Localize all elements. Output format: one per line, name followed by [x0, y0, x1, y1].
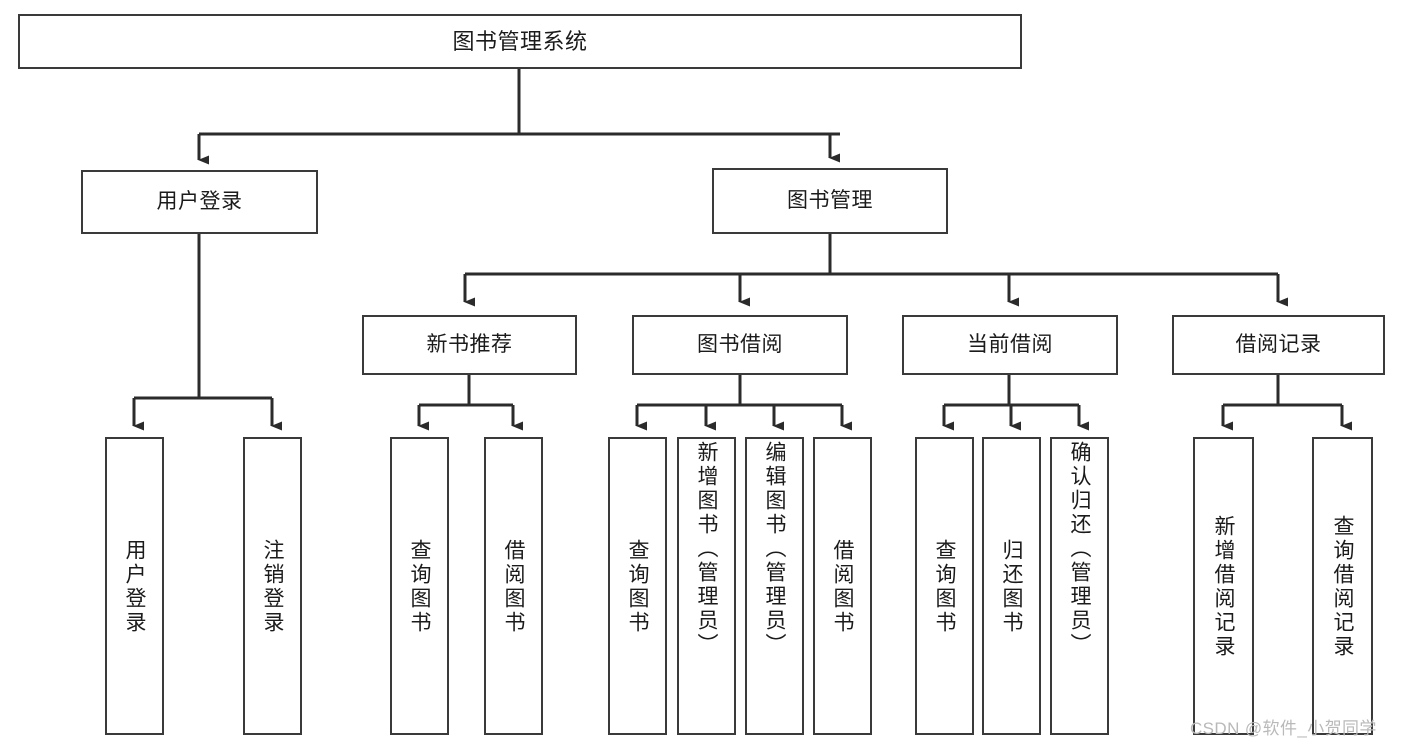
node-label: 图书管理: [787, 188, 873, 212]
node-leaf-return-book[interactable]: 归还图书: [982, 437, 1041, 735]
node-leaf-query-book-3[interactable]: 查询图书: [915, 437, 974, 735]
node-label: 借阅图书: [831, 539, 854, 635]
node-label: 借阅记录: [1235, 332, 1322, 356]
node-borrow-record[interactable]: 借阅记录: [1172, 315, 1385, 375]
node-leaf-query-book-2[interactable]: 查询图书: [608, 437, 667, 735]
node-root-system[interactable]: 图书管理系统: [18, 14, 1022, 69]
node-label: 用户登录: [156, 189, 243, 213]
node-label: 查询借阅记录: [1331, 515, 1354, 659]
node-label: 归还图书: [1000, 539, 1023, 635]
node-label: 查询图书: [626, 539, 649, 635]
node-new-book-recommend[interactable]: 新书推荐: [362, 315, 577, 375]
node-label: 借阅图书: [502, 539, 525, 635]
node-leaf-logout-login[interactable]: 注销登录: [243, 437, 302, 735]
node-label: 查询图书: [933, 539, 956, 635]
node-leaf-query-book-1[interactable]: 查询图书: [390, 437, 449, 735]
node-leaf-borrow-book-1[interactable]: 借阅图书: [484, 437, 543, 735]
node-user-login[interactable]: 用户登录: [81, 170, 318, 234]
node-book-borrow[interactable]: 图书借阅: [632, 315, 848, 375]
node-current-borrow[interactable]: 当前借阅: [902, 315, 1118, 375]
node-label: 图书管理系统: [452, 28, 588, 54]
node-leaf-add-book[interactable]: 新增图书（管理员）: [677, 437, 736, 735]
node-label: 当前借阅: [967, 332, 1053, 356]
node-leaf-query-record[interactable]: 查询借阅记录: [1312, 437, 1373, 735]
node-leaf-add-record[interactable]: 新增借阅记录: [1193, 437, 1254, 735]
node-label: 新增借阅记录: [1212, 515, 1235, 659]
node-label: 编辑图书（管理员）: [763, 441, 786, 657]
node-label: 新书推荐: [426, 332, 513, 356]
node-label: 查询图书: [408, 539, 431, 635]
node-label: 确认归还（管理员）: [1068, 441, 1091, 657]
node-leaf-borrow-book-2[interactable]: 借阅图书: [813, 437, 872, 735]
node-label: 图书借阅: [697, 332, 783, 356]
node-leaf-user-login[interactable]: 用户登录: [105, 437, 164, 735]
node-label: 用户登录: [123, 539, 146, 635]
node-book-management[interactable]: 图书管理: [712, 168, 948, 234]
node-leaf-confirm-return[interactable]: 确认归还（管理员）: [1050, 437, 1109, 735]
node-leaf-edit-book[interactable]: 编辑图书（管理员）: [745, 437, 804, 735]
node-label: 新增图书（管理员）: [695, 441, 718, 657]
node-label: 注销登录: [261, 539, 284, 635]
